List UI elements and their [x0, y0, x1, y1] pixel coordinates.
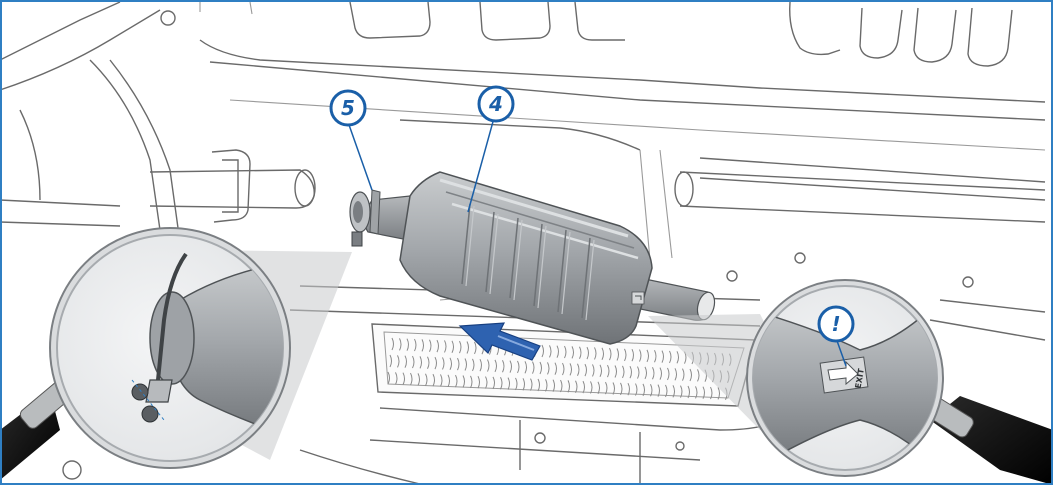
callout-4: 4: [467, 85, 515, 213]
callout-4-label: 4: [488, 92, 503, 116]
callout-5: 5: [329, 89, 373, 191]
callout-exclamation-label: !: [831, 312, 840, 336]
detail-magnifier-clamp: [0, 227, 352, 480]
exit-marking-label: EXIT: [854, 367, 866, 389]
callout-exclamation: !: [817, 305, 855, 367]
clamp-part: [349, 189, 381, 247]
flow-direction-arrow: [458, 322, 541, 361]
callout-5-label: 5: [341, 96, 355, 120]
detail-magnifier-exit: EXIT: [648, 279, 1053, 485]
